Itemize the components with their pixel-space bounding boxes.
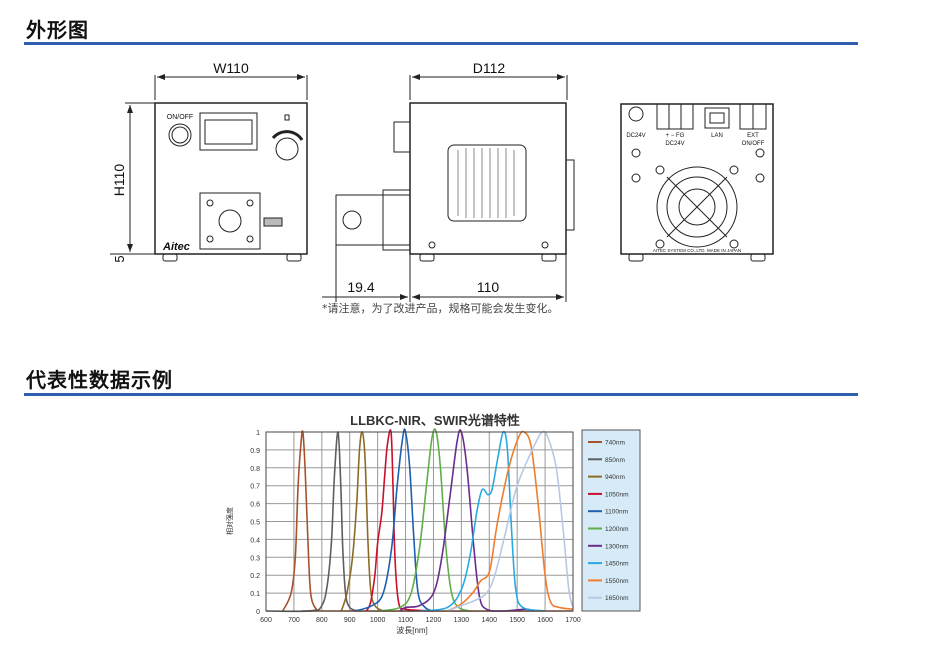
terminal-label: + − FG	[666, 133, 685, 139]
foot-dimension: 5	[112, 255, 127, 262]
x-tick-label: 700	[288, 617, 300, 624]
y-tick-label: 1	[256, 430, 260, 437]
series-line-1550nm	[447, 430, 574, 612]
front-offset-dimension: 19.4	[347, 279, 374, 295]
x-tick-label: 1500	[509, 617, 525, 624]
y-tick-label: 0.7	[250, 484, 260, 491]
y-tick-label: 0	[256, 609, 260, 616]
x-tick-label: 900	[344, 617, 356, 624]
legend-label: 850nm	[605, 457, 625, 464]
x-tick-label: 1700	[565, 617, 581, 624]
x-tick-label: 1200	[426, 617, 442, 624]
series-line-1300nm	[399, 429, 535, 612]
series-line-1200nm	[377, 428, 470, 612]
maker-label: AITEC SYSTEM CO.,LTD. MADE IN JAPAN	[653, 248, 741, 253]
width-dimension: W110	[213, 60, 249, 76]
section-title-data: 代表性数据示例	[26, 368, 173, 392]
lan-label: LAN	[711, 133, 723, 139]
y-tick-label: 0.5	[250, 520, 260, 527]
legend-label: 1050nm	[605, 491, 629, 498]
legend-label: 1200nm	[605, 526, 629, 533]
y-tick-label: 0.8	[250, 466, 260, 473]
y-tick-label: 0.1	[250, 591, 260, 598]
dc-jack-label: DC24V	[626, 133, 645, 139]
section-divider	[24, 42, 858, 45]
power-switch-label: ON/OFF	[167, 114, 193, 121]
specification-note: *请注意，为了改进产品，规格可能会发生变化。	[322, 302, 559, 315]
legend-label: 940nm	[605, 474, 625, 481]
legend-label: 1450nm	[605, 561, 629, 568]
x-tick-label: 1100	[398, 617, 413, 624]
x-tick-label: 800	[316, 617, 328, 624]
front-view	[110, 74, 308, 262]
x-tick-label: 1600	[537, 617, 553, 624]
dimension-drawings: W110 D112 H110 5 19.4 110 ON/OFF Aitec D…	[110, 60, 774, 302]
series-line-1100nm	[355, 428, 434, 612]
series-line-1650nm	[447, 430, 574, 612]
series-line-1450nm	[419, 430, 546, 612]
y-tick-label: 0.3	[250, 555, 260, 562]
section-title-dimensions: 外形图	[26, 18, 89, 42]
side-view	[322, 74, 575, 302]
x-tick-label: 1000	[370, 617, 386, 624]
legend-label: 1650nm	[605, 595, 629, 602]
height-dimension: H110	[111, 164, 127, 197]
x-tick-label: 1400	[481, 617, 497, 624]
x-tick-label: 1300	[454, 617, 470, 624]
section-divider	[24, 393, 858, 396]
x-tick-label: 600	[260, 617, 272, 624]
aitec-logo: Aitec	[162, 241, 190, 253]
y-tick-label: 0.2	[250, 573, 260, 580]
legend-label: 740nm	[605, 440, 625, 447]
terminal-sub-label: DC24V	[665, 141, 684, 147]
x-axis-label: 波長[nm]	[396, 625, 428, 635]
body-depth-dimension: 110	[477, 279, 500, 295]
chart-title: LLBKC-NIR、SWIR光谱特性	[350, 413, 520, 428]
y-tick-label: 0.4	[250, 537, 260, 544]
depth-dimension: D112	[473, 60, 506, 76]
y-tick-label: 0.6	[250, 502, 260, 509]
y-axis-label: 相对强度	[225, 507, 234, 535]
ext-sub-label: ON/OFF	[742, 141, 765, 147]
legend-label: 1100nm	[605, 509, 628, 516]
rear-view	[620, 103, 774, 262]
plot-frame	[265, 431, 574, 612]
y-tick-label: 0.9	[250, 448, 260, 455]
ext-label: EXT	[747, 133, 759, 139]
legend-label: 1550nm	[605, 578, 629, 585]
legend-label: 1300nm	[605, 543, 629, 550]
series-line-1050nm	[365, 429, 434, 612]
